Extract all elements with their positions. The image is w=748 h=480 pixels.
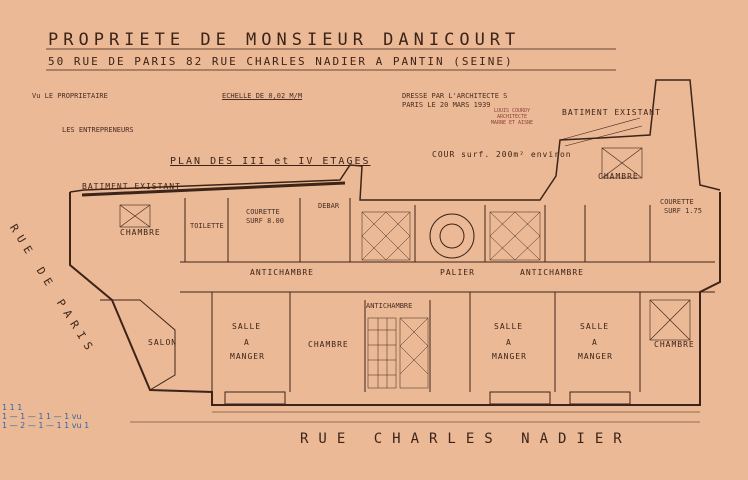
- courette-right-label: COURETTE: [660, 198, 694, 206]
- courtyard-label: COUR surf. 200m² environ: [432, 150, 572, 159]
- architect-note-1: DRESSE PAR L'ARCHITECTE S: [402, 92, 508, 100]
- bedroom-center-label: CHAMBRE: [308, 340, 349, 349]
- dining-left-a: A: [244, 338, 250, 347]
- pencil-annotations: 1 1 1 1 — 1 — 1 1 — 1 vu 1 — 2 — 1 — 1 1…: [2, 403, 89, 430]
- dining-left-manger: MANGER: [230, 352, 265, 361]
- street-bottom-label: RUE CHARLES NADIER: [300, 431, 632, 447]
- antechamber-left-label: ANTICHAMBRE: [250, 268, 314, 277]
- dining-mid-label: SALLE: [494, 322, 524, 331]
- pencil-line-2: 1 — 1 — 1 1 — 1 vu: [2, 412, 82, 421]
- contractors-note: LES ENTREPRENEURS: [62, 126, 134, 134]
- dining-right-label: SALLE: [580, 322, 610, 331]
- dining-right-a: A: [592, 338, 598, 347]
- bedroom-top-right-label: CHAMBRE: [598, 172, 639, 181]
- stamp-line-2: ARCHITECTE: [496, 114, 528, 120]
- architect-note-2: PARIS LE 20 MARS 1939: [402, 101, 491, 109]
- courette-left-surface: SURF 8.00: [246, 217, 284, 225]
- antechamber-center-label: ANTICHAMBRE: [366, 302, 413, 310]
- bedroom-top-left-label: CHAMBRE: [120, 228, 161, 237]
- pencil-line-3: 1 — 2 — 1 — 1 1 vu 1: [2, 421, 90, 430]
- document-address: 50 RUE DE PARIS 82 RUE CHARLES NADIER A …: [48, 55, 514, 68]
- dining-right-manger: MANGER: [578, 352, 613, 361]
- dining-left-label: SALLE: [232, 322, 262, 331]
- stamp-line-1: LOUIS COURDY: [493, 108, 531, 114]
- existing-building-left-label: BATIMENT EXISTANT: [82, 182, 181, 191]
- document-title: PROPRIETE DE MONSIEUR DANICOURT: [48, 30, 521, 50]
- landing-label: PALIER: [440, 268, 475, 277]
- living-room-label: SALON: [148, 338, 178, 347]
- scale-note: ECHELLE DE 0,02 M/M: [222, 92, 303, 100]
- stamp-line-3: MARNE ET AISNE: [490, 120, 534, 126]
- existing-building-right-label: BATIMENT EXISTANT: [562, 108, 661, 117]
- plan-title: PLAN DES III et IV ETAGES: [170, 156, 371, 167]
- courette-right-surface: SURF 1.75: [664, 207, 702, 215]
- pantry-label: DEBAR: [318, 202, 340, 210]
- dining-mid-manger: MANGER: [492, 352, 527, 361]
- courette-left-label: COURETTE: [246, 208, 280, 216]
- toilet-label: TOILETTE: [190, 222, 224, 230]
- architect-stamp: LOUIS COURDY ARCHITECTE MARNE ET AISNE: [468, 108, 556, 146]
- pencil-line-1: 1 1 1: [2, 403, 23, 412]
- antechamber-right-label: ANTICHAMBRE: [520, 268, 584, 277]
- dining-mid-a: A: [506, 338, 512, 347]
- bedroom-right-label: CHAMBRE: [654, 340, 695, 349]
- owner-note: Vu LE PROPRIETAIRE: [32, 92, 108, 100]
